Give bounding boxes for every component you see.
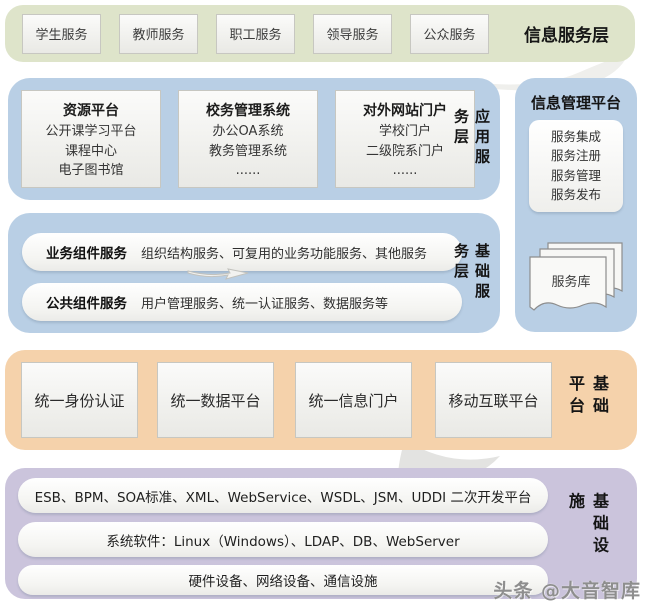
mgmt-function: 服务管理	[550, 167, 601, 183]
layer-infrastructure: ESB、BPM、SOA标准、XML、WebService、WSDL、JSM、UD…	[5, 468, 637, 599]
layer-title-infrastructure: 基础设施	[566, 492, 609, 559]
app-box-title: 校务管理系统	[206, 103, 290, 119]
platform-box-data: 统一数据平台	[157, 362, 274, 438]
base-service-row-title: 业务组件服务	[46, 246, 127, 262]
layer-app-service: 资源平台 公开课学习平台 课程中心 电子图书馆 校务管理系统 办公OA系统 教务…	[8, 78, 500, 200]
watermark: 头条 @大音智库	[493, 580, 641, 602]
service-box-students: 学生服务	[22, 13, 101, 54]
platform-box-identity: 统一身份认证	[21, 362, 138, 438]
service-box-label: 学生服务	[35, 28, 88, 43]
mgmt-function: 服务发布	[550, 187, 601, 203]
document-stack-icon	[529, 242, 623, 311]
app-box-line: 办公OA系统	[212, 124, 284, 139]
service-box-label: 领导服务	[326, 28, 379, 43]
platform-box-label: 统一身份认证	[34, 391, 125, 410]
platform-box-label: 统一数据平台	[170, 391, 261, 410]
infra-row-system-software: 系统软件：Linux（Windows）、LDAP、DB、WebServer	[18, 522, 548, 557]
app-box-title: 对外网站门户	[363, 103, 447, 119]
app-box-line: 公开课学习平台	[45, 124, 137, 139]
service-box-teachers: 教师服务	[119, 13, 198, 54]
app-box-line: ......	[392, 163, 418, 178]
app-box-school-mgmt: 校务管理系统 办公OA系统 教务管理系统 ......	[178, 90, 318, 188]
app-box-line: 教务管理系统	[208, 143, 287, 159]
panel-info-mgmt-platform: 信息管理平台 服务集成 服务注册 服务管理 服务发布 服务库	[515, 78, 637, 332]
panel-title-info-mgmt: 信息管理平台	[530, 94, 621, 112]
platform-box-label: 移动互联平台	[448, 391, 539, 410]
base-service-row-business: 业务组件服务 组织结构服务、可复用的业务功能服务、其他服务	[22, 233, 462, 271]
arrow-decoration	[187, 268, 249, 280]
base-service-row-desc: 组织结构服务、可复用的业务功能服务、其他服务	[141, 246, 428, 262]
app-box-external-portal: 对外网站门户 学校门户 二级院系门户 ......	[335, 90, 475, 188]
platform-box-label: 统一信息门户	[308, 391, 399, 410]
service-box-label: 教师服务	[132, 28, 185, 43]
platform-box-mobile: 移动互联平台	[435, 362, 552, 438]
infra-row-text: 系统软件：Linux（Windows）、LDAP、DB、WebServer	[106, 533, 460, 550]
mgmt-function: 服务集成	[550, 129, 601, 144]
mgmt-function: 服务注册	[550, 148, 601, 164]
infra-row-hardware: 硬件设备、网络设备、通信设施	[18, 565, 548, 595]
info-mgmt-functions-box: 服务集成 服务注册 服务管理 服务发布	[529, 120, 623, 212]
app-box-line: 二级院系门户	[365, 143, 444, 159]
service-repository-label: 服务库	[551, 275, 591, 290]
app-box-line: 学校门户	[378, 124, 431, 139]
layer-title-app-service: 应用服务层	[452, 108, 491, 169]
layer-title-info-service: 信息服务层	[524, 26, 609, 46]
platform-box-info-portal: 统一信息门户	[295, 362, 412, 438]
service-box-staff: 职工服务	[216, 13, 295, 54]
layer-title-base-platform: 基础平台	[566, 375, 609, 419]
service-box-leaders: 领导服务	[313, 13, 392, 54]
infra-row-text: ESB、BPM、SOA标准、XML、WebService、WSDL、JSM、UD…	[34, 489, 532, 506]
layer-title-base-service: 基础服务层	[452, 243, 491, 303]
app-box-resource-platform: 资源平台 公开课学习平台 课程中心 电子图书馆	[21, 90, 161, 188]
infra-row-text: 硬件设备、网络设备、通信设施	[188, 574, 378, 590]
app-box-line: 电子图书馆	[58, 163, 124, 178]
layer-base-platform: 统一身份认证 统一数据平台 统一信息门户 移动互联平台 基础平台	[5, 350, 637, 450]
layer-info-service: 学生服务 教师服务 职工服务 领导服务 公众服务 信息服务层	[5, 5, 635, 62]
base-service-row-title: 公共组件服务	[46, 296, 127, 312]
infra-row-middleware: ESB、BPM、SOA标准、XML、WebService、WSDL、JSM、UD…	[18, 478, 548, 513]
base-service-row-desc: 用户管理服务、统一认证服务、数据服务等	[141, 296, 389, 312]
app-box-title: 资源平台	[63, 103, 119, 119]
app-box-line: 课程中心	[64, 143, 117, 159]
layer-base-service: 业务组件服务 组织结构服务、可复用的业务功能服务、其他服务 公共组件服务 用户管…	[8, 213, 500, 333]
service-box-label: 职工服务	[229, 28, 282, 43]
service-box-public: 公众服务	[410, 13, 489, 54]
service-box-label: 公众服务	[423, 28, 476, 43]
app-box-line: ......	[235, 163, 261, 178]
base-service-row-common: 公共组件服务 用户管理服务、统一认证服务、数据服务等	[22, 283, 462, 321]
service-repository-stack: 服务库	[526, 241, 626, 319]
